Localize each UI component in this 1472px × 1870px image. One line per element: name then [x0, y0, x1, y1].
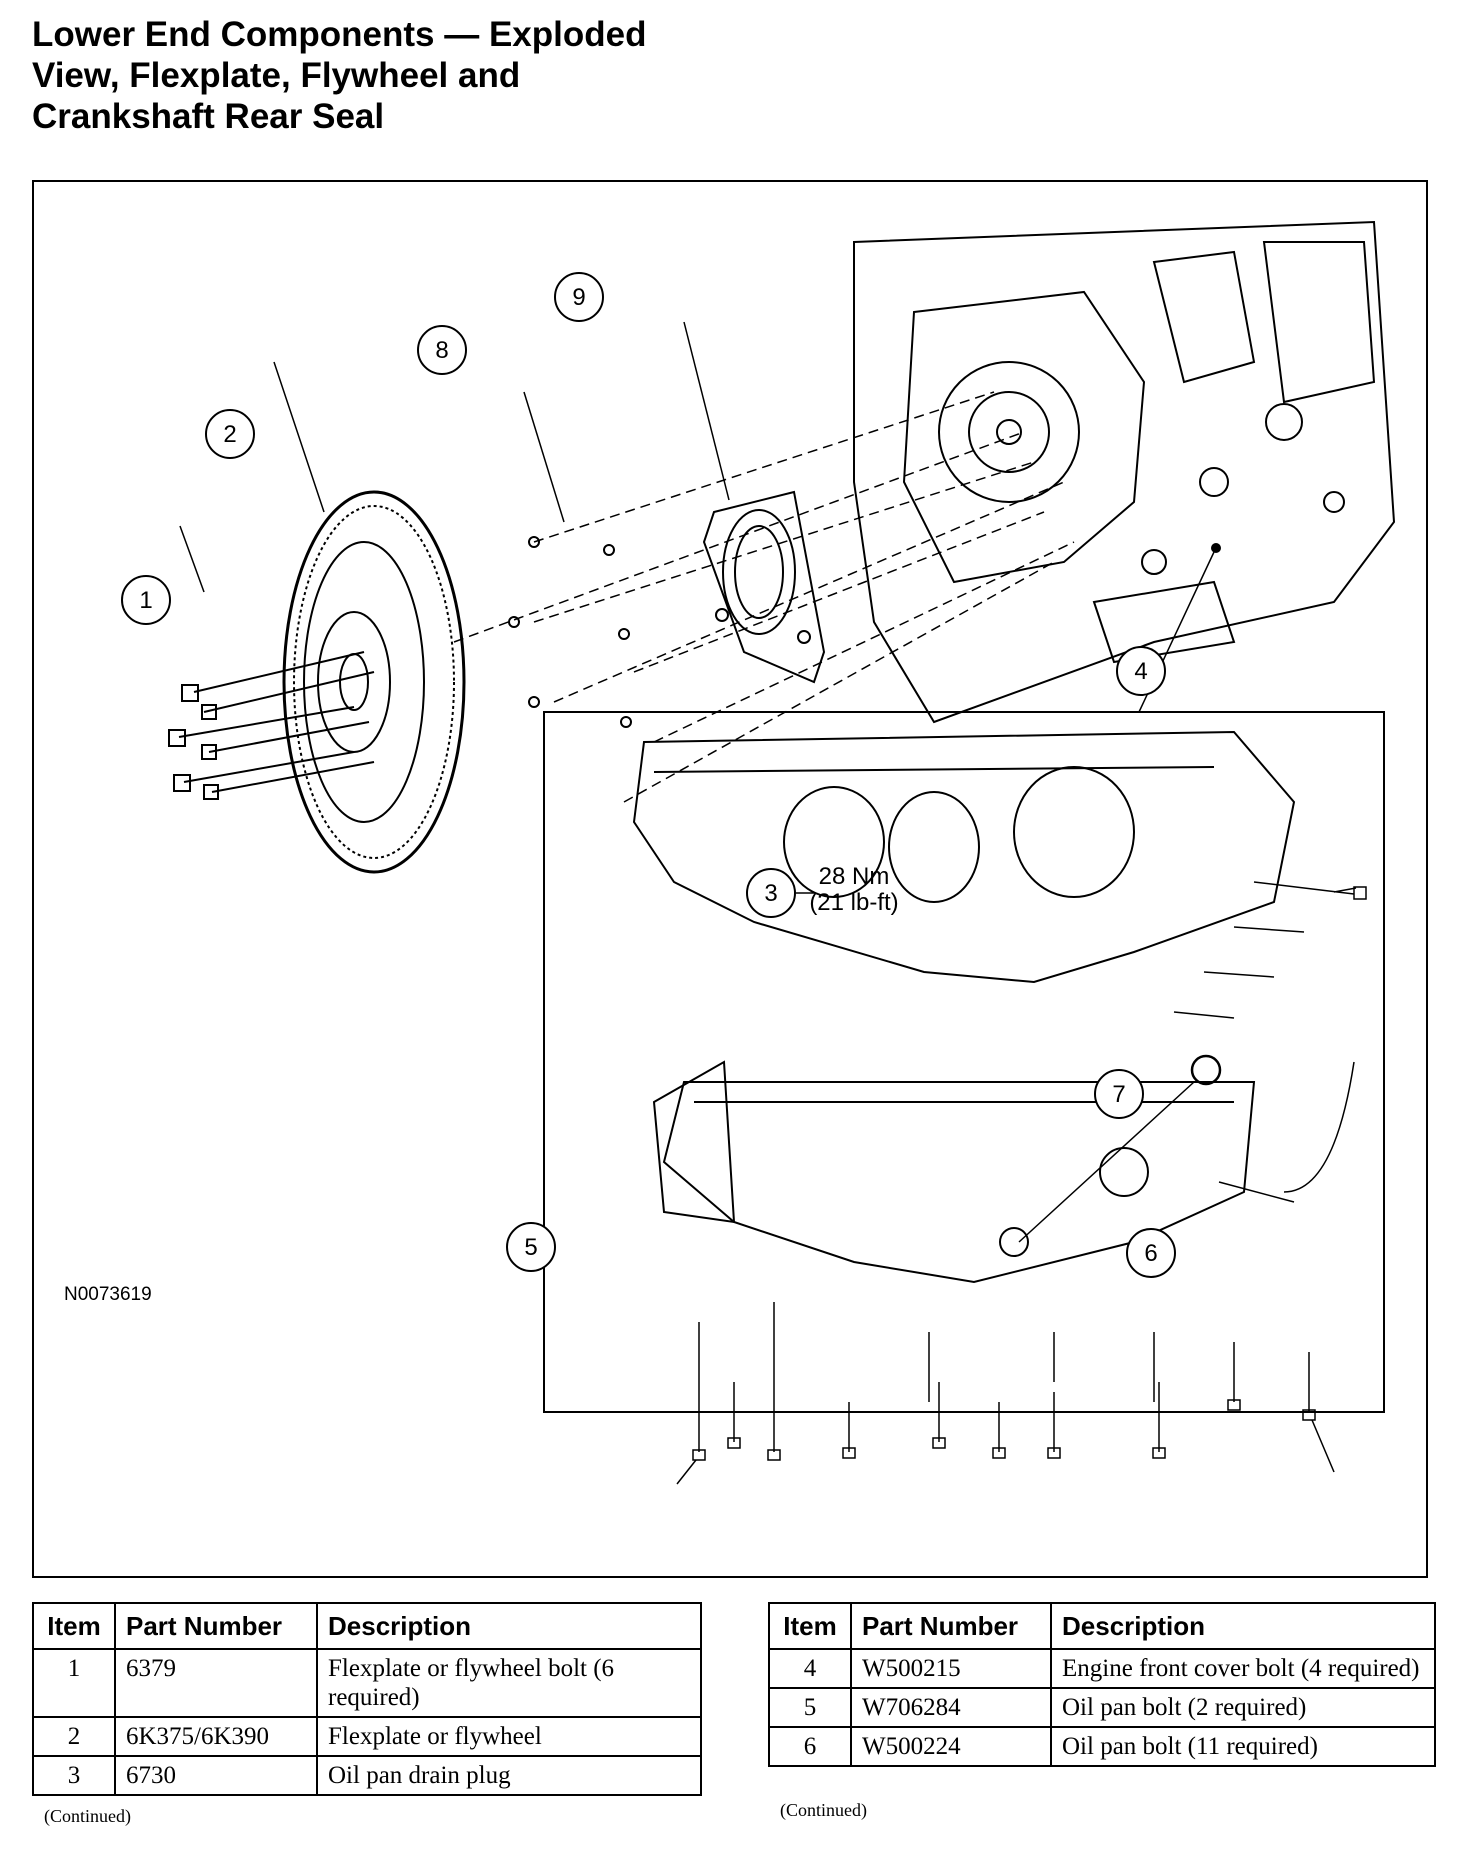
cell-part-number: W500215 [850, 1648, 1052, 1689]
cell-part-number: 6379 [114, 1648, 318, 1718]
table-row: 2 6K375/6K390 Flexplate or flywheel [32, 1716, 702, 1757]
callouts [121, 272, 1176, 1278]
exploded-view-drawing: 1 2 3 4 5 6 7 8 9 28 Nm (21 lb-ft) N0073… [64, 220, 1396, 1485]
cell-part-number: 6730 [114, 1755, 318, 1796]
callout-6-label: 6 [1144, 1240, 1157, 1267]
callout-5 [506, 1222, 556, 1272]
callout-5-label: 5 [524, 1234, 537, 1261]
callout-4 [1116, 646, 1166, 696]
torque-imperial: (21 lb-ft) [809, 889, 898, 916]
table-row: 4 W500215 Engine front cover bolt (4 req… [768, 1648, 1436, 1689]
title-line-2: View, Flexplate, Flywheel and [32, 56, 521, 95]
exploded-view-figure: 1 2 3 4 5 6 7 8 9 28 Nm (21 lb-ft) N0073… [32, 180, 1428, 1578]
engine-block-illustration [853, 220, 1396, 724]
cell-part-number: W500224 [850, 1726, 1052, 1767]
oil-pan-bolts-illustration [692, 1302, 1316, 1461]
cell-item: 5 [768, 1687, 852, 1728]
callout-9 [554, 272, 604, 322]
torque-metric: 28 Nm [819, 863, 890, 890]
header-item: Item [768, 1602, 852, 1650]
rear-seal-retainer-illustration [702, 490, 826, 684]
cell-item: 3 [32, 1755, 116, 1796]
cell-item: 6 [768, 1726, 852, 1767]
table-1-continued: (Continued) [44, 1806, 131, 1826]
cell-part-number: W706284 [850, 1687, 1052, 1728]
table-row: 1 6379 Flexplate or flywheel bolt (6 req… [32, 1648, 702, 1718]
flywheel-illustration [282, 490, 466, 874]
callout-1 [121, 575, 171, 625]
callout-2 [205, 409, 255, 459]
detail-inset-box [543, 711, 1385, 1413]
callout-4-label: 4 [1134, 658, 1147, 685]
callout-8 [417, 325, 467, 375]
flywheel-bolts-illustration [168, 651, 375, 800]
header-description: Description [316, 1602, 702, 1650]
header-description: Description [1050, 1602, 1436, 1650]
callout-7 [1094, 1069, 1144, 1119]
header-part-number: Part Number [850, 1602, 1052, 1650]
header-item: Item [32, 1602, 116, 1650]
page-title: Lower End Components — Exploded View, Fl… [32, 14, 646, 137]
cell-description: Flexplate or flywheel bolt (6 required) [316, 1648, 702, 1718]
title-line-3: Crankshaft Rear Seal [32, 97, 385, 136]
retainer-bolts-illustration [508, 536, 632, 728]
callout-2-label: 2 [223, 421, 236, 448]
alignment-lines [453, 391, 1075, 803]
crankcase-illustration [632, 730, 1296, 984]
callout-1-label: 1 [139, 587, 152, 614]
callout-6 [1126, 1228, 1176, 1278]
parts-table-1: Item Part Number Description 1 6379 Flex… [32, 1602, 702, 1796]
callout-9-label: 9 [572, 284, 585, 311]
callout-7-label: 7 [1112, 1081, 1125, 1108]
table-row: 3 6730 Oil pan drain plug [32, 1755, 702, 1796]
table-2-continued: (Continued) [780, 1800, 867, 1820]
cell-description: Flexplate or flywheel [316, 1716, 702, 1757]
cell-item: 4 [768, 1648, 852, 1689]
callout-8-label: 8 [435, 337, 448, 364]
figure-id: N0073619 [64, 1284, 152, 1305]
oil-pan-illustration [652, 1060, 1256, 1284]
title-line-1: Lower End Components — Exploded [32, 15, 647, 54]
cell-item: 2 [32, 1716, 116, 1757]
callout-3-label: 3 [764, 880, 777, 907]
cell-description: Oil pan bolt (11 required) [1050, 1726, 1436, 1767]
table-row: 5 W706284 Oil pan bolt (2 required) [768, 1687, 1436, 1728]
callout-3 [746, 868, 796, 918]
cell-description: Oil pan bolt (2 required) [1050, 1687, 1436, 1728]
table-row: 6 W500224 Oil pan bolt (11 required) [768, 1726, 1436, 1767]
cell-part-number: 6K375/6K390 [114, 1716, 318, 1757]
cell-item: 1 [32, 1648, 116, 1718]
cell-description: Oil pan drain plug [316, 1755, 702, 1796]
cell-description: Engine front cover bolt (4 required) [1050, 1648, 1436, 1689]
parts-table-2: Item Part Number Description 4 W500215 E… [768, 1602, 1436, 1767]
header-part-number: Part Number [114, 1602, 318, 1650]
